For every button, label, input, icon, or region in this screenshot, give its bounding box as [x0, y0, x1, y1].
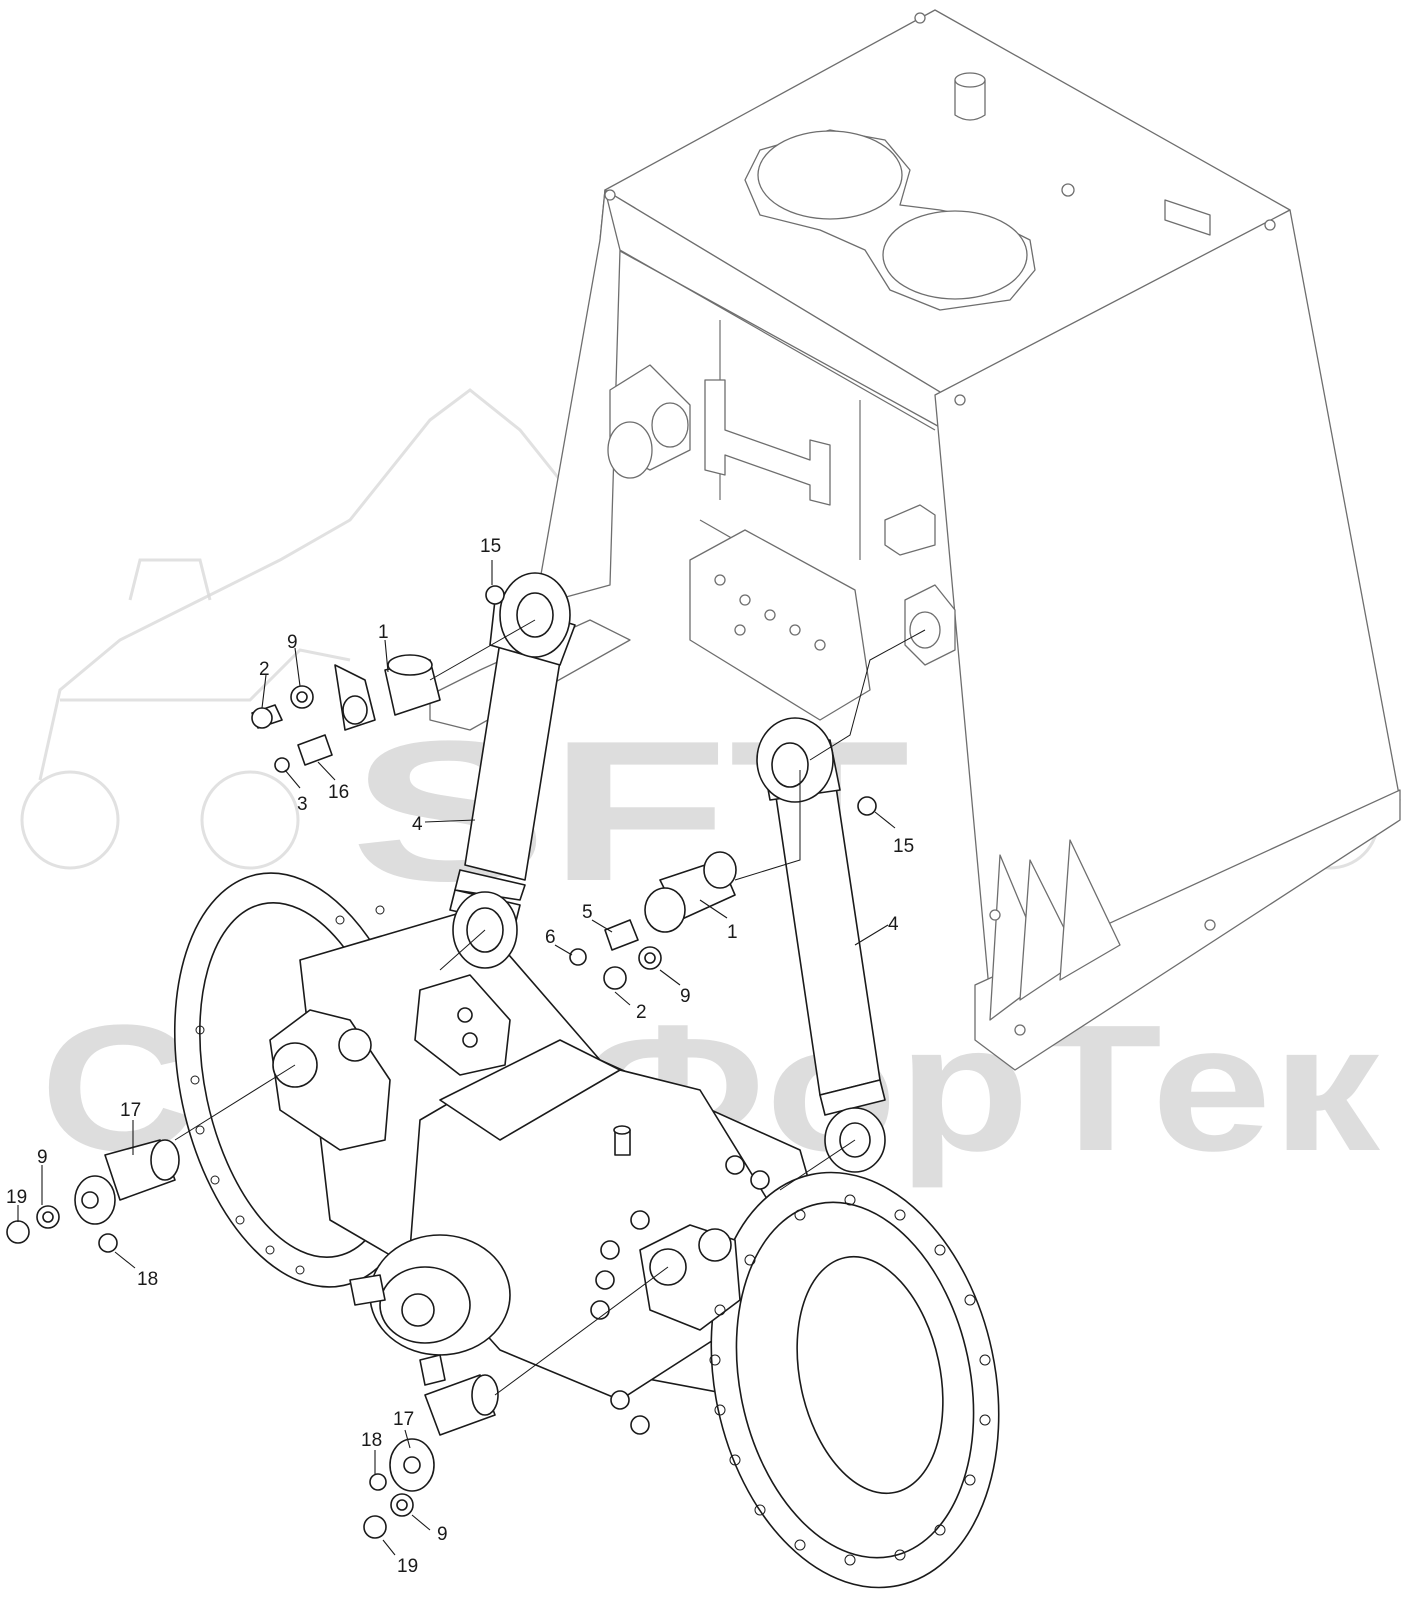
callout-19-bottom: 19: [397, 1556, 418, 1577]
housing-bolts: [590, 1155, 770, 1435]
watermark-machine-left: [20, 388, 562, 870]
machine-frame: [429, 9, 1401, 1071]
drive-axle: [173, 872, 1000, 1589]
callout-9-lower: 9: [680, 986, 691, 1007]
callout-9-upper: 9: [287, 632, 298, 653]
callout-2-upper: 2: [259, 659, 270, 680]
pin-1-lower: [644, 851, 737, 933]
callout-17-bottom: 17: [393, 1409, 414, 1430]
callout-5: 5: [582, 902, 593, 923]
callout-19-left: 19: [6, 1187, 27, 1208]
callout-3: 3: [297, 794, 308, 815]
callout-6: 6: [545, 927, 556, 948]
assembly-lines: [174, 619, 926, 1396]
callout-9-bottom: 9: [437, 1524, 448, 1545]
flange-holes: [190, 905, 991, 1566]
callout-15-upper: 15: [480, 536, 501, 557]
callout-18-left: 18: [137, 1269, 158, 1290]
pin-17-left: [74, 1139, 180, 1225]
callout-1-lower: 1: [727, 922, 738, 943]
callout-4-right: 4: [888, 914, 899, 935]
callout-16: 16: [328, 782, 349, 803]
callout-17-left: 17: [120, 1100, 141, 1121]
callout-labels: 15 1 9 2 3 16 4 15 5 6 1 9 2 4 17 9 19 1…: [6, 536, 914, 1577]
callout-15-right: 15: [893, 836, 914, 857]
pin-17-bottom: [389, 1374, 499, 1492]
callout-2-lower: 2: [636, 1002, 647, 1023]
callout-4-left: 4: [412, 814, 423, 835]
bolts-and-washers: [6, 585, 877, 1539]
callout-9-left: 9: [37, 1147, 48, 1168]
callout-18-bottom: 18: [361, 1430, 382, 1451]
pin-1-upper: [334, 654, 441, 731]
callout-1-upper: 1: [378, 622, 389, 643]
callout-leaders: [17, 560, 896, 1556]
